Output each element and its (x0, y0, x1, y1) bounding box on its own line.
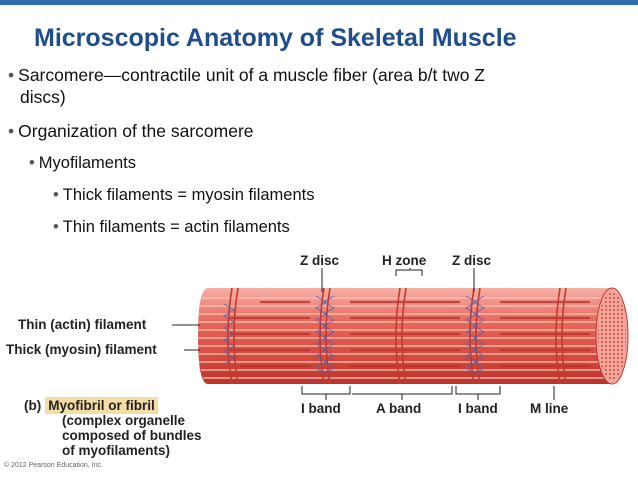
bullet-sarcomere: •Sarcomere—contractile unit of a muscle … (8, 64, 485, 86)
left-labels: Thin (actin) filament Thick (myosin) fil… (6, 317, 200, 357)
label-i-band-left: I band (301, 401, 341, 416)
label-a-band: A band (376, 401, 421, 416)
label-thick-filament: Thick (myosin) filament (6, 342, 157, 357)
top-labels: Z disc H zone Z disc (300, 253, 492, 292)
bullet-dot: • (8, 65, 15, 85)
bullet-dot: • (29, 154, 35, 172)
bullet-dot: • (53, 186, 59, 204)
bullet-thin-filaments: •Thin filaments = actin filaments (53, 216, 290, 238)
label-m-line: M line (530, 401, 569, 416)
bullet-text: Myofilaments (38, 154, 136, 172)
myofibril-callout: (b)Myofibril or fibril (complex organell… (24, 397, 244, 458)
myofibril-illustration: Z disc H zone Z disc Thin (actin) filame… (6, 253, 629, 416)
copyright-notice: © 2012 Pearson Education, Inc. (4, 462, 103, 469)
bullet-text: discs) (20, 87, 66, 107)
callout-line-2: composed of bundles (62, 428, 202, 443)
band-brackets (301, 386, 555, 400)
callout-title: Myofibril or fibril (45, 397, 158, 414)
label-z-disc-right: Z disc (452, 253, 492, 268)
bullet-text: Thick filaments = myosin filaments (62, 186, 315, 204)
myofibril-figure: Z disc H zone Z disc Thin (actin) filame… (0, 248, 638, 479)
bullet-sarcomere-continued: discs) (20, 86, 66, 108)
label-h-zone: H zone (382, 253, 427, 268)
label-z-disc-left: Z disc (300, 253, 340, 268)
top-accent-bar (0, 0, 638, 5)
slide-title: Microscopic Anatomy of Skeletal Muscle (34, 24, 517, 52)
callout-line-1: (complex organelle (62, 413, 186, 428)
bullet-myofilaments: •Myofilaments (29, 152, 136, 174)
bullet-text: Sarcomere—contractile unit of a muscle f… (18, 65, 485, 85)
bottom-labels: I band A band I band M line (301, 401, 569, 416)
label-i-band-right: I band (458, 401, 498, 416)
callout-line-3: of myofilaments) (62, 443, 171, 458)
callout-letter: (b) (24, 398, 42, 413)
label-thin-filament: Thin (actin) filament (18, 317, 147, 332)
bullet-dot: • (53, 218, 59, 236)
bullet-organization: •Organization of the sarcomere (8, 120, 254, 142)
bullet-text: Organization of the sarcomere (18, 121, 254, 141)
bullet-text: Thin filaments = actin filaments (62, 218, 290, 236)
bullet-dot: • (8, 121, 15, 141)
myofibril-cylinder (198, 287, 629, 385)
bullet-thick-filaments: •Thick filaments = myosin filaments (53, 184, 315, 206)
